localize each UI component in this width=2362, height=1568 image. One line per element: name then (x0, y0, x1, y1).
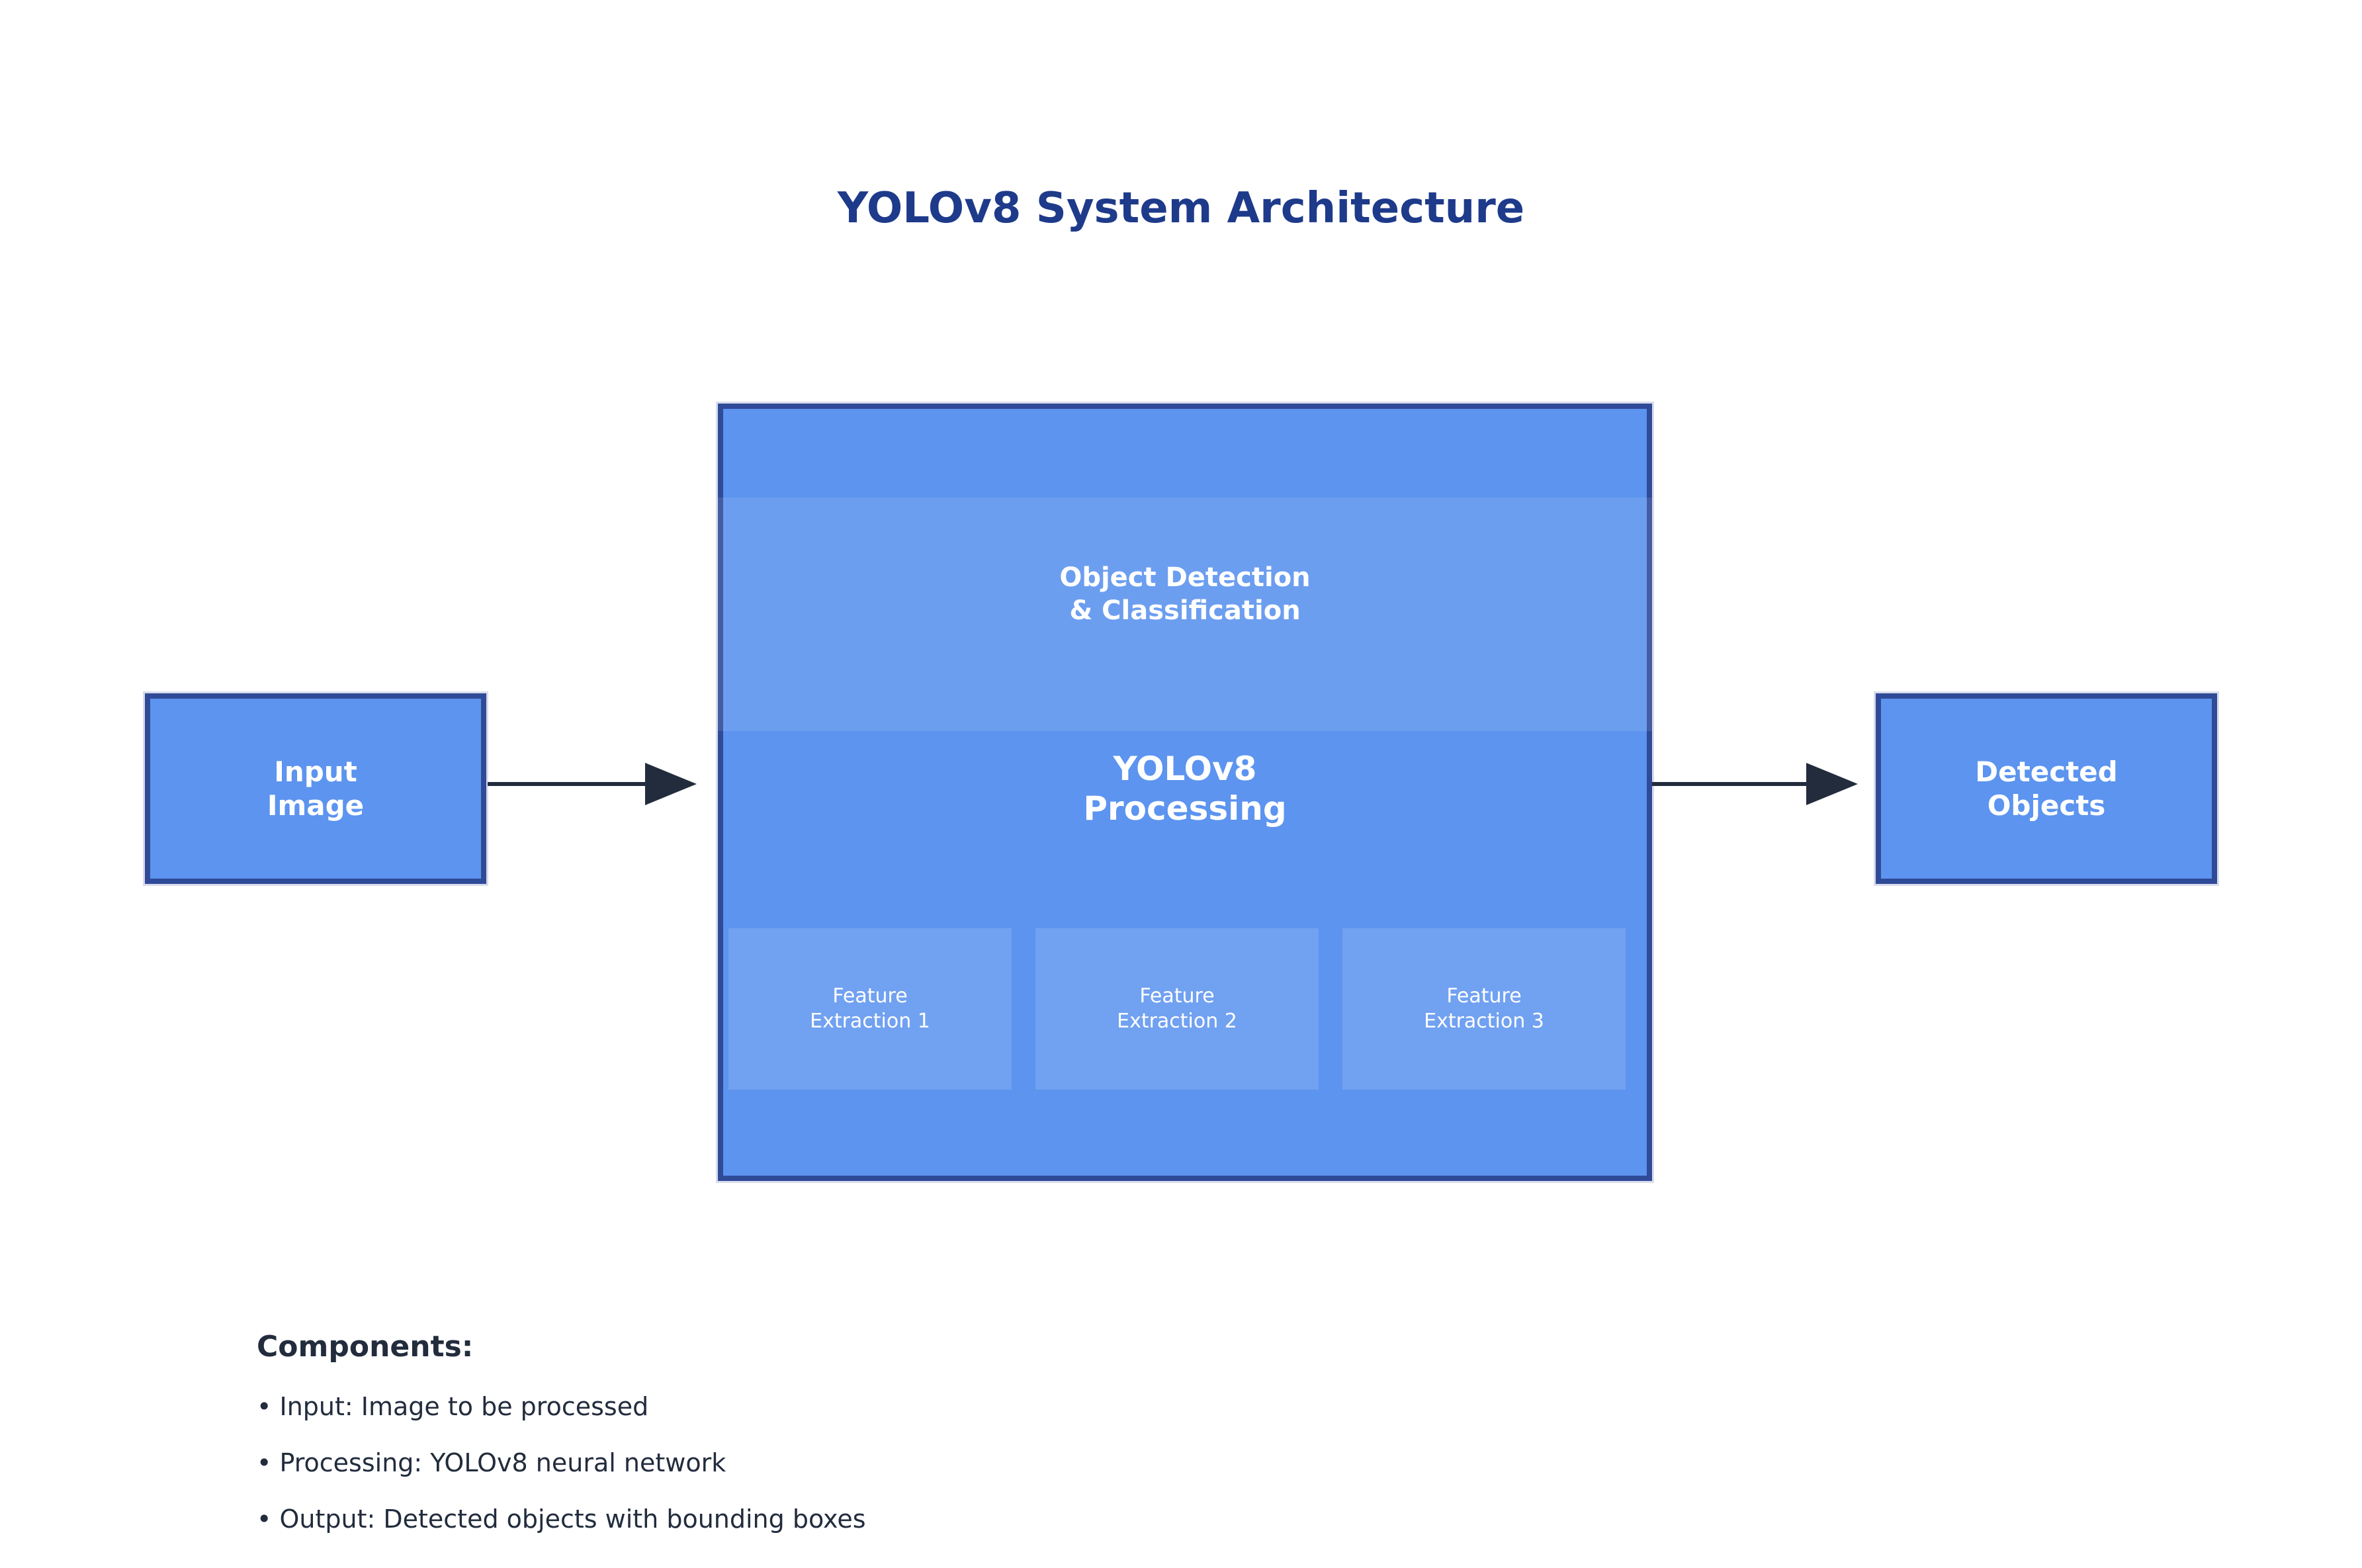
feature-extraction-1-box: Feature Extraction 1 (728, 928, 1012, 1090)
components-item-processing: • Processing: YOLOv8 neural network (257, 1448, 726, 1478)
object-detection-band: Object Detection & Classification (718, 498, 1652, 731)
page-title: YOLOv8 System Architecture (837, 184, 1525, 233)
detected-objects-label: Detected Objects (1975, 755, 2118, 822)
components-heading: Components: (257, 1330, 474, 1364)
yolov8-processing-label: YOLOv8 Processing (1083, 750, 1287, 828)
arrow-line (1652, 782, 1816, 786)
feature-extraction-row: Feature Extraction 1 Feature Extraction … (728, 928, 1626, 1090)
components-legend: Components: • Input: Image to be process… (257, 1328, 866, 1534)
yolov8-processing-box: Object Detection & Classification YOLOv8… (718, 404, 1652, 1181)
feature-extraction-3-box: Feature Extraction 3 (1342, 928, 1626, 1090)
input-image-label: Input Image (267, 755, 365, 822)
input-image-box: Input Image (145, 693, 486, 884)
object-detection-label: Object Detection & Classification (1059, 562, 1311, 626)
arrow-head-right-icon (1806, 763, 1858, 805)
feature-extraction-2-box: Feature Extraction 2 (1035, 928, 1319, 1090)
arrow-line (488, 782, 654, 786)
detected-objects-box: Detected Objects (1876, 693, 2217, 884)
components-item-output: • Output: Detected objects with bounding… (257, 1504, 866, 1534)
arrow-head-right-icon (645, 763, 697, 805)
components-item-input: • Input: Image to be processed (257, 1392, 649, 1421)
